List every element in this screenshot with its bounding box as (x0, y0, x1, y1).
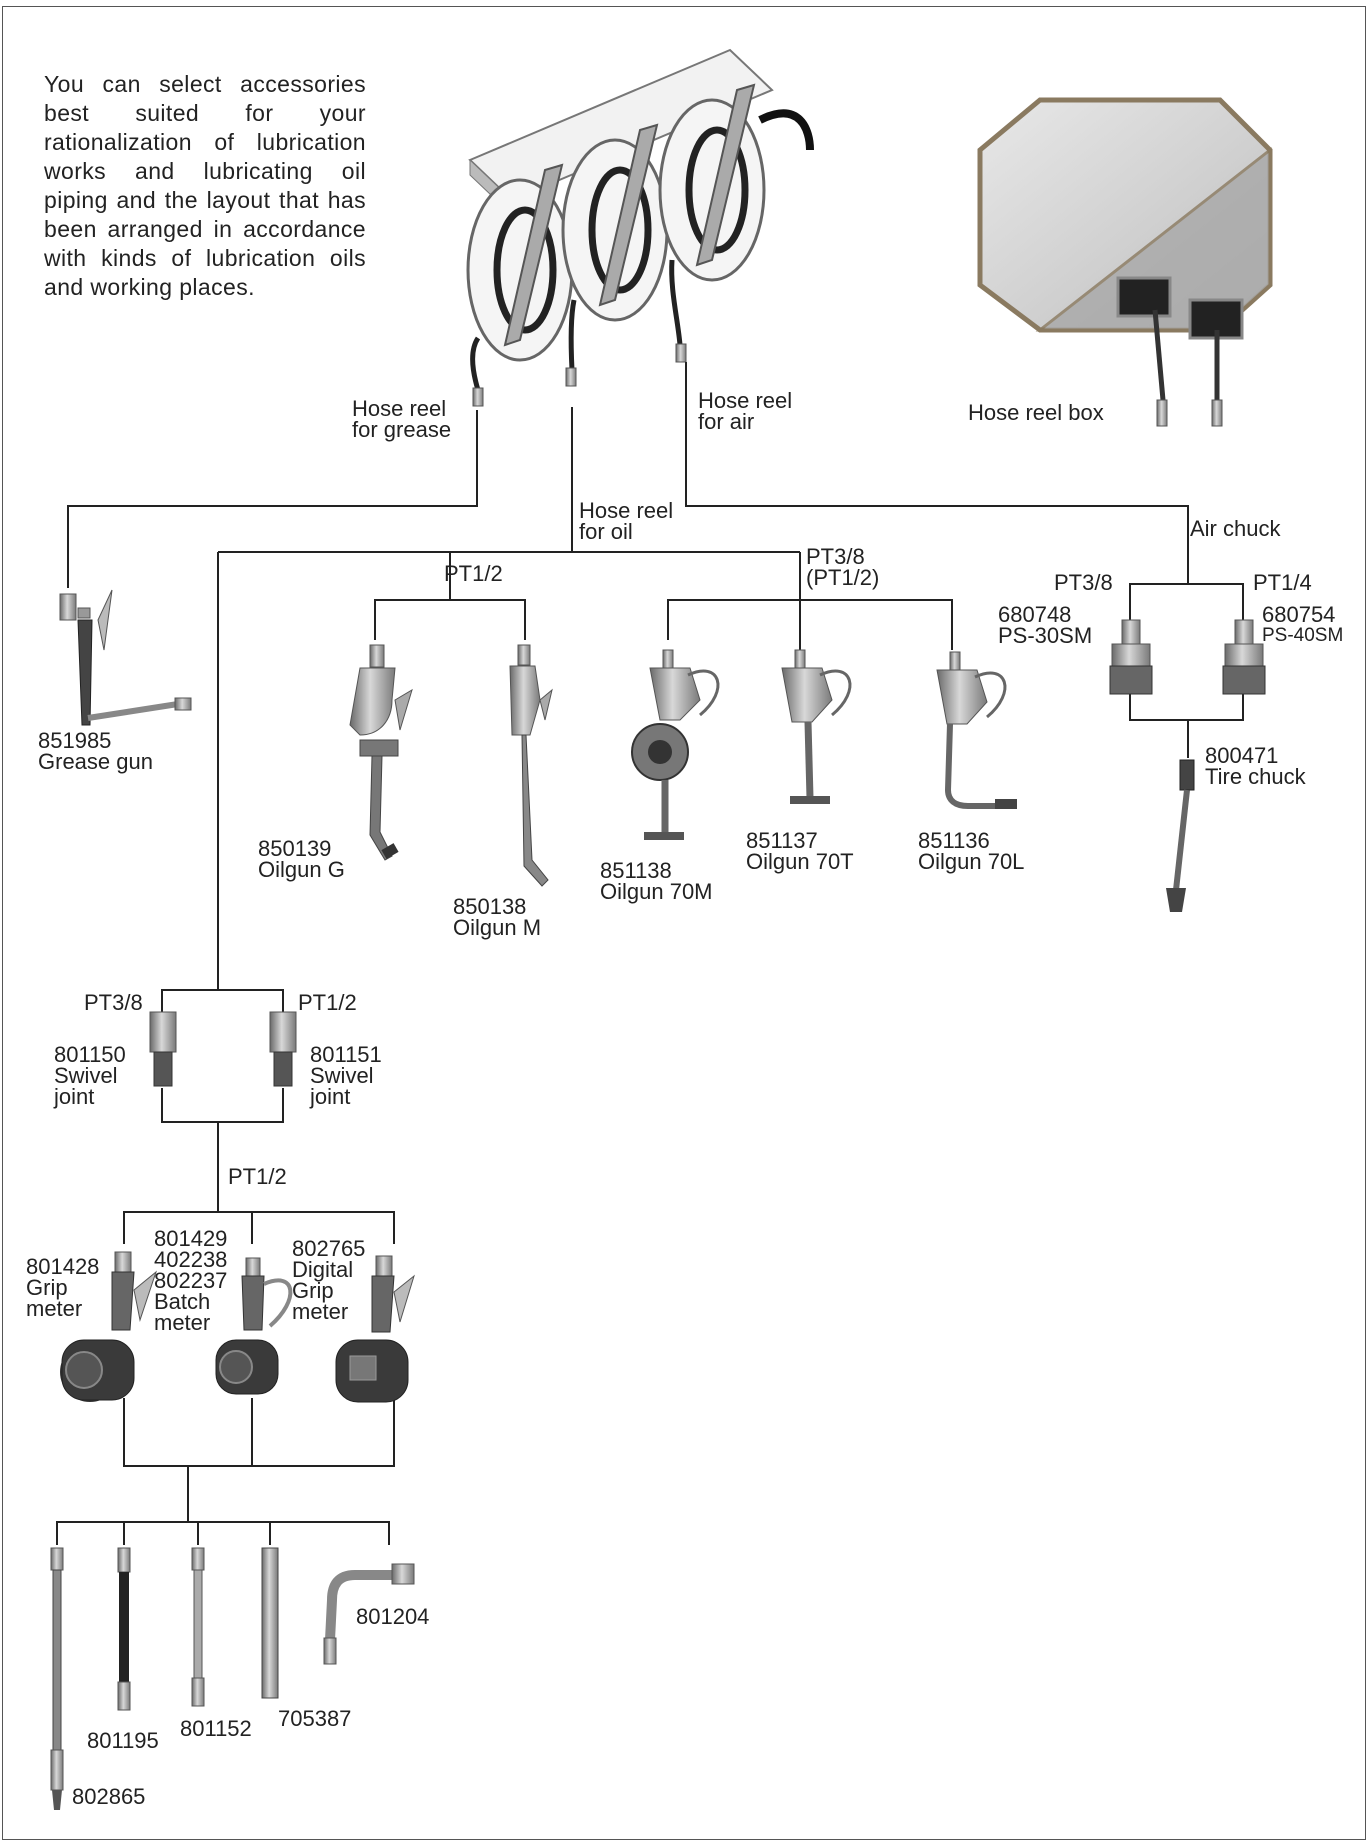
air-chuck-ps30sm-illustration (1109, 619, 1153, 695)
hose-reel-box-label: Hose reel box (968, 400, 1104, 425)
intro-text: You can select accessories best suited f… (44, 71, 366, 300)
page-frame (2, 6, 1366, 1840)
oilgun-70m-illustration (631, 649, 720, 840)
swivel-pt-right-label: PT1/2 (298, 990, 357, 1015)
hose-reel-box-illustration (977, 97, 1273, 427)
oilgun-g-illustration (349, 644, 413, 861)
nozzle-802865-illustration (50, 1547, 64, 1810)
grease-gun-illustration (59, 589, 192, 726)
oilgun-70l-illustration (936, 651, 1017, 809)
oilgun-70t-illustration (781, 649, 852, 804)
swivel-pt-below-label: PT1/2 (228, 1164, 287, 1189)
swivel-joint-801150-illustration (149, 1011, 177, 1087)
hose-reel-unit-illustration (466, 48, 814, 407)
oil-pt-right-label: PT3/8(PT1/2) (806, 544, 880, 590)
batch-meter-801429-illustration (215, 1257, 293, 1395)
swivel-pt-left-label: PT3/8 (84, 990, 143, 1015)
digital-grip-meter-802765-illustration (335, 1255, 415, 1403)
air-chuck-ps40sm-illustration (1222, 619, 1266, 695)
nozzle-801195-illustration (117, 1547, 131, 1711)
tire-chuck-illustration (1166, 759, 1195, 912)
swivel-joint-801151-illustration (269, 1011, 297, 1087)
connector-lines (56, 362, 1244, 1545)
air-pt-right-label: PT1/4 (1253, 570, 1312, 595)
nozzle-801152-label: 801152 (180, 1716, 252, 1741)
air-chuck-label: Air chuck (1190, 516, 1281, 541)
grip-meter-801428-illustration (60, 1251, 158, 1402)
air-pt-left-label: PT3/8 (1054, 570, 1113, 595)
oil-pt-left-label: PT1/2 (444, 561, 503, 586)
nozzle-801204-illustration (323, 1563, 415, 1665)
nozzle-705387-illustration (261, 1547, 279, 1699)
oilgun-m-illustration (509, 644, 553, 887)
nozzle-705387-label: 705387 (278, 1706, 352, 1731)
nozzle-802865-label: 802865 (72, 1784, 146, 1809)
nozzle-801152-illustration (191, 1547, 205, 1707)
nozzle-801195-label: 801195 (87, 1728, 159, 1753)
nozzle-801204-label: 801204 (356, 1604, 430, 1629)
